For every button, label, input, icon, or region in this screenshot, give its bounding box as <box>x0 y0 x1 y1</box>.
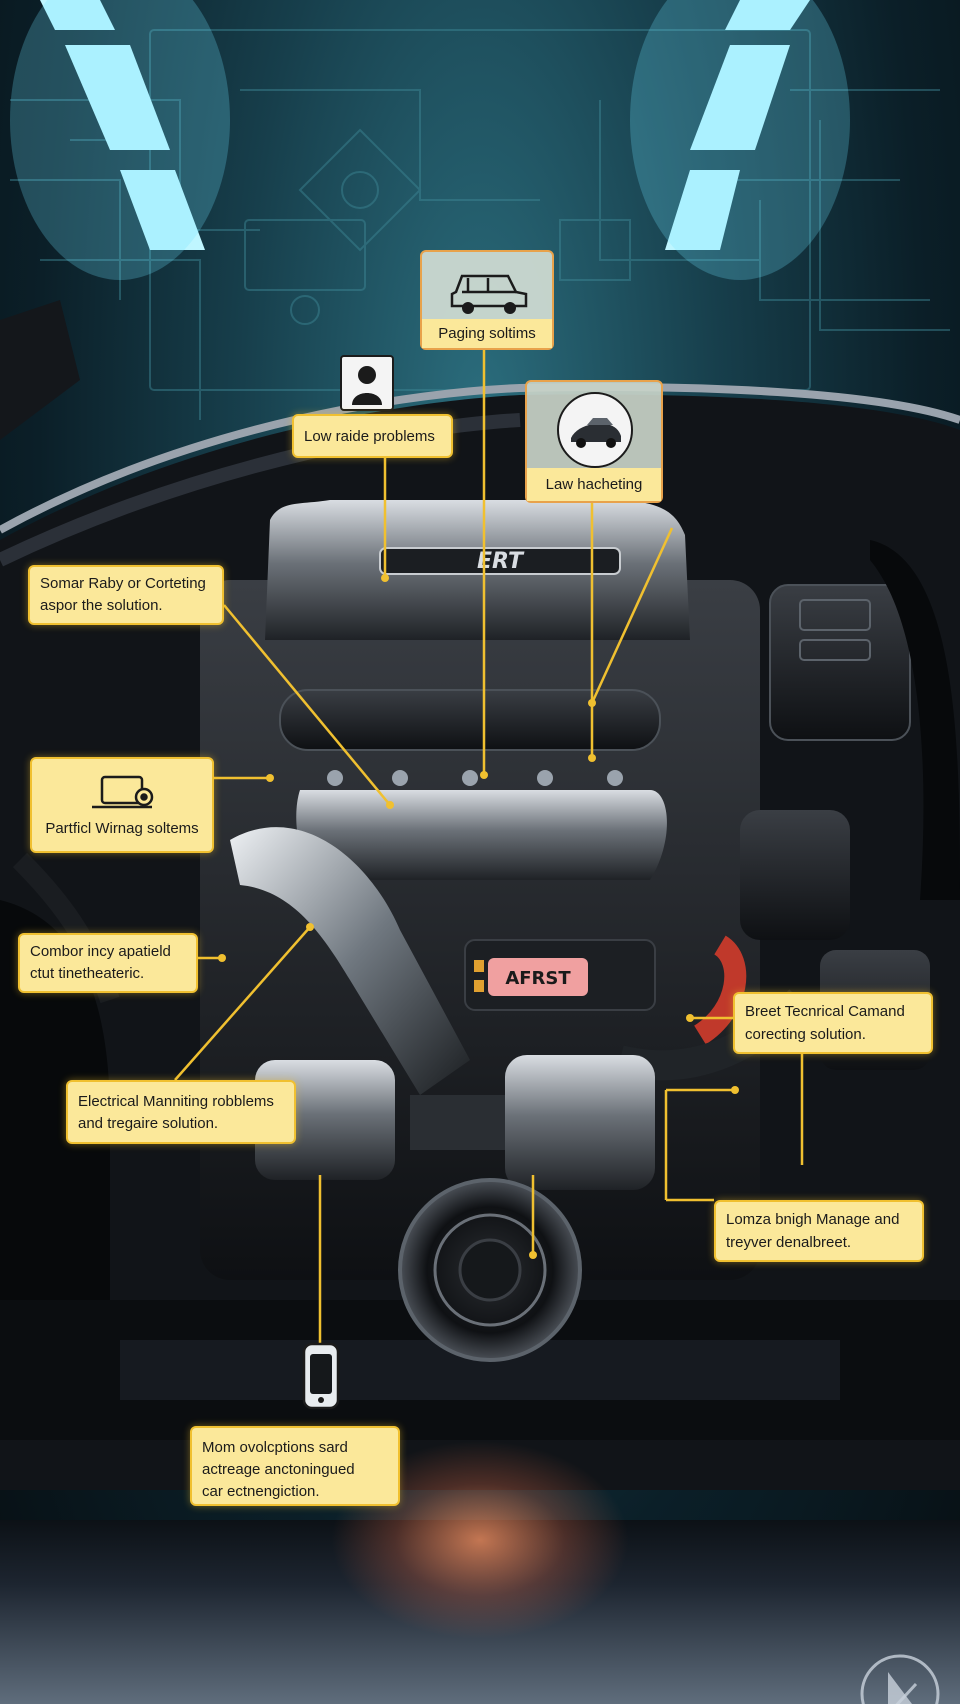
partficl-wirnag-card: Partficl Wirnag soltems <box>30 757 214 853</box>
sonar-raby-label: Somar Raby or Corteting aspor the soluti… <box>28 565 224 625</box>
paging-solutions-card: Paging soltims <box>420 250 554 350</box>
partficl-wirnag-label: Partficl Wirnag soltems <box>45 820 199 837</box>
lomrza-label: Lomza bnigh Manage and treyver denalbree… <box>714 1200 924 1262</box>
combor-label: Combor incy apatield ctut tinetheateric. <box>18 933 198 993</box>
laptop-icon <box>92 775 154 809</box>
electrical-label: Electrical Manniting robblems and tregai… <box>66 1080 296 1144</box>
ceiling-lights <box>40 0 810 250</box>
breet-technical-label: Breet Tecnrical Camand corecting solutio… <box>733 992 933 1054</box>
car-icon <box>450 274 528 314</box>
low-raide-label: Low raide problems <box>292 414 453 458</box>
engine-badge-text: AFRST <box>505 968 571 989</box>
person-icon <box>340 355 394 411</box>
mom-ovolcptions-label: Mom ovolcptions sard actreage anctoningu… <box>190 1426 400 1506</box>
law-hacheting-card: Law hacheting <box>525 380 663 503</box>
paging-solutions-label: Paging soltims <box>422 319 552 348</box>
logo-icon <box>858 1652 942 1704</box>
phone-icon <box>298 1338 344 1414</box>
law-hacheting-label: Law hacheting <box>527 468 661 501</box>
sports-car-icon <box>557 392 633 468</box>
